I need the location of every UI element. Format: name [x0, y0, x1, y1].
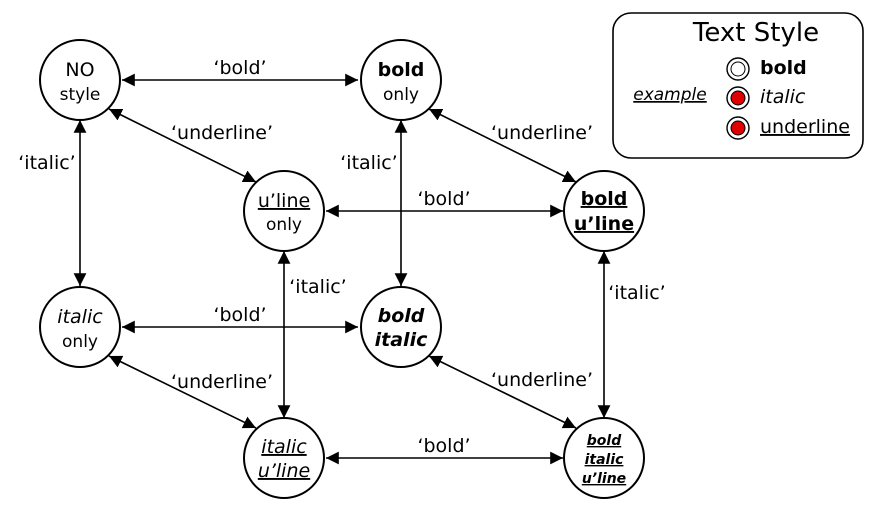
edge-label-uline-bolduline: ‘bold’: [417, 188, 470, 210]
edge-label-uline-italiculine: ‘italic’: [289, 276, 346, 298]
edge-no-uline: [108, 108, 257, 183]
node-italic-only: italic only: [39, 286, 121, 368]
node-uline-only-line2: only: [266, 215, 302, 235]
legend-title: Text Style: [692, 18, 819, 48]
legend-example-label: example: [633, 85, 706, 105]
edge-italic-italiculine: [108, 355, 257, 429]
edge-label-no-uline: ‘underline’: [171, 122, 273, 144]
legend-item-underline-label: underline: [760, 116, 850, 138]
edge-label-italic-bolditalic: ‘bold’: [213, 304, 266, 326]
radio-on-inner: [730, 90, 746, 106]
node-bold-uline-line1: bold: [581, 188, 628, 210]
node-all-line2: italic: [585, 452, 625, 468]
node-italic-uline-line1: italic: [261, 436, 307, 458]
node-bold-only-line2: only: [383, 85, 419, 105]
edge-label-no-bold: ‘bold’: [213, 57, 266, 79]
node-no-style-line2: style: [60, 85, 101, 105]
edge-label-italic-italiculine: ‘underline’: [171, 371, 273, 393]
edge-bolditalic-all: [428, 355, 577, 429]
legend-item-underline: underline: [726, 116, 850, 140]
node-bold-uline: bold u’line: [563, 170, 645, 252]
node-bold-only: bold only: [360, 39, 442, 121]
node-no-style-line1: NO: [65, 59, 94, 81]
edge-label-bolduline-all: ‘italic’: [608, 282, 665, 304]
node-uline-only: u’line only: [243, 170, 325, 252]
radio-on-inner: [730, 120, 746, 136]
edge-bold-bolduline: [428, 108, 577, 183]
node-italic-only-line2: only: [62, 332, 98, 352]
edge-label-italiculine-all: ‘bold’: [417, 435, 470, 457]
legend-item-bold-label: bold: [760, 57, 807, 79]
node-italic-only-line1: italic: [57, 306, 103, 328]
node-all-line3: u’line: [582, 471, 626, 487]
edge-label-bold-bolduline: ‘underline’: [491, 122, 593, 144]
node-italic-uline-line2: u’line: [258, 460, 310, 482]
node-bold-italic-line1: bold: [378, 305, 425, 327]
node-all-line1: bold: [587, 433, 622, 449]
node-italic-uline: italic u’line: [243, 417, 325, 499]
node-bold-italic: bold italic: [360, 286, 442, 368]
node-bold-italic-uline: bold italic u’line: [563, 417, 645, 499]
legend-panel: Text Style example bold italic underline: [612, 12, 864, 159]
node-uline-only-line1: u’line: [258, 190, 310, 212]
edge-label-no-italic: ‘italic’: [18, 152, 75, 174]
node-bold-uline-line2: u’line: [574, 213, 634, 235]
legend-item-italic: italic: [726, 86, 806, 110]
node-bold-only-line1: bold: [378, 59, 425, 81]
edge-label-bold-bolditalic: ‘italic’: [340, 152, 397, 174]
legend-item-italic-label: italic: [760, 86, 806, 108]
edge-label-bolditalic-all: ‘underline’: [491, 369, 593, 391]
radio-off-inner: [730, 61, 746, 77]
node-no-style: NO style: [39, 39, 121, 121]
node-bold-italic-line2: italic: [375, 329, 428, 351]
legend-item-bold: bold: [726, 57, 807, 81]
